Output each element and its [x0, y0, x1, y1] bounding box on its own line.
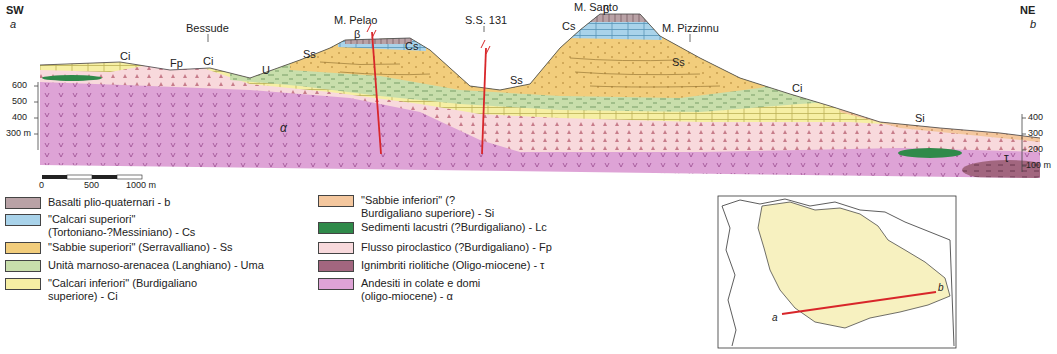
unit-label: α	[280, 122, 287, 135]
legend-swatch	[5, 197, 41, 209]
unit-label: Ss	[510, 74, 523, 86]
elevation-label: 200	[1028, 145, 1043, 155]
unit-label: Ci	[120, 50, 130, 62]
elevation-label: 400	[1028, 113, 1043, 123]
unit-label: Cs	[562, 20, 575, 32]
elevation-label: 400	[12, 113, 27, 123]
section-end-label: b	[1030, 18, 1036, 30]
unit-label: τ	[1004, 152, 1009, 165]
elevation-label: 300 m	[6, 129, 31, 139]
scale-label: 1000 m	[126, 181, 156, 191]
inset-label: a	[772, 312, 778, 323]
legend-text: "Sabbie inferiori" (?Burdigaliano superi…	[361, 194, 511, 219]
legend-text: Basalti plio-quaternari - b	[48, 196, 248, 209]
unit-label: β	[603, 3, 609, 15]
place-name: M. Santo	[574, 1, 618, 13]
elevation-label: 300	[1028, 129, 1043, 139]
legend-swatch	[5, 278, 41, 290]
inset-label: b	[938, 282, 944, 293]
legend-swatch	[318, 242, 354, 254]
elevation-label: 100 m	[1026, 161, 1051, 171]
place-name: S.S. 131	[465, 14, 507, 26]
place-name: M. Pelao	[334, 14, 377, 26]
legend-text: "Calcari superiori" (Tortoniano-?Messini…	[48, 213, 198, 238]
section-end-label: a	[10, 18, 16, 30]
unit-label: Cs	[405, 40, 418, 52]
unit-label: Ci	[792, 82, 802, 94]
direction-label: NE	[1020, 4, 1035, 16]
elevation-label: 500	[12, 97, 27, 107]
legend-swatch	[5, 214, 41, 226]
legend-text: Ignimbriti riolitiche (Oligo-miocene) - …	[361, 259, 611, 272]
legend-swatch	[318, 260, 354, 272]
scale-label: 500	[84, 181, 99, 191]
legend-text: Flusso piroclastico (?Burdigaliano) - Fp	[361, 241, 611, 254]
unit-label: Fp	[170, 57, 183, 69]
legend-text: "Calcari inferiori" (Burdigaliano superi…	[48, 277, 198, 302]
unit-label: Ci	[203, 55, 213, 67]
legend-swatch	[5, 260, 41, 272]
direction-label: SW	[6, 4, 24, 16]
unit-label: Ss	[672, 56, 685, 68]
legend-swatch	[318, 195, 354, 207]
legend-swatch	[318, 222, 354, 234]
scale-label: 0	[39, 181, 44, 191]
legend-swatch	[5, 242, 41, 254]
legend-text: Sedimenti lacustri (?Burdigaliano) - Lc	[361, 221, 611, 234]
place-name: Bessude	[186, 22, 229, 34]
legend-text: Unità marnoso-arenacea (Langhiano) - Uma	[48, 259, 288, 272]
unit-label: β	[354, 28, 360, 40]
legend-swatch	[318, 278, 354, 290]
place-name: M. Pizzinnu	[662, 22, 719, 34]
unit-label: Ss	[303, 48, 316, 60]
elevation-label: 600	[12, 81, 27, 91]
unit-label: Si	[915, 112, 925, 124]
legend-text: "Sabbie superiori" (Serravalliano) - Ss	[48, 241, 288, 254]
legend-text: Andesiti in colate e domi (oligo-miocene…	[361, 277, 501, 302]
unit-label: U	[262, 64, 270, 76]
